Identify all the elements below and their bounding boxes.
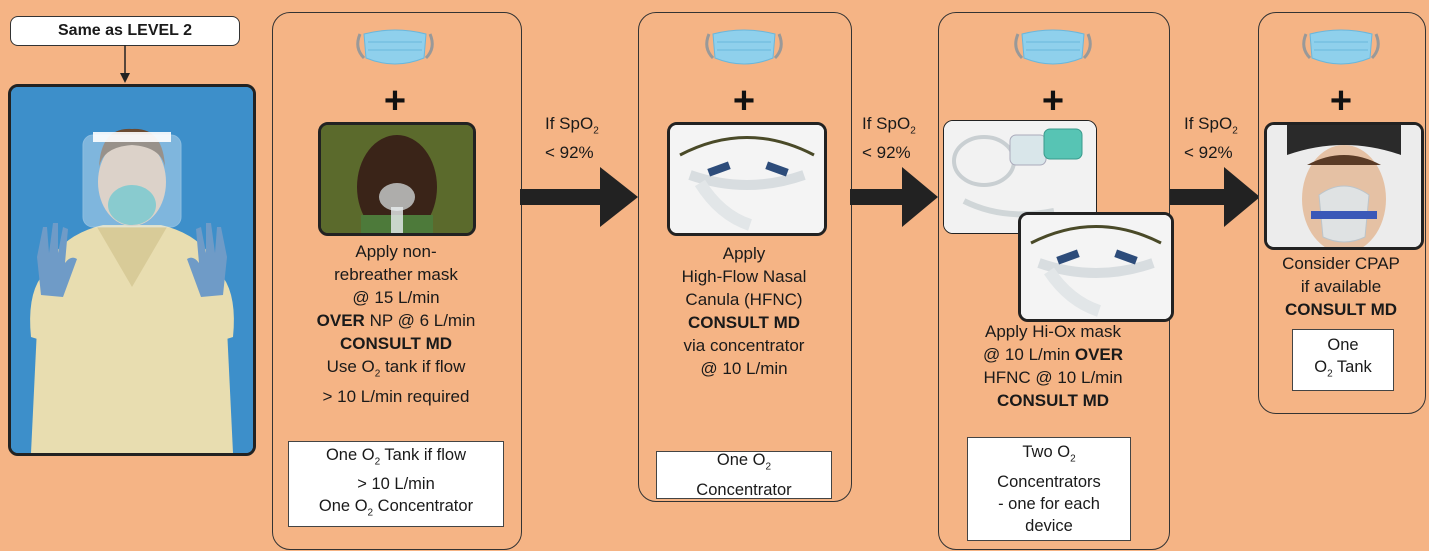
- panel4-instructions: Consider CPAP if available CONSULT MD: [1282, 254, 1400, 319]
- down-arrow-icon: [120, 45, 130, 83]
- cpap-mask-photo: [1264, 122, 1424, 250]
- panel4-supply-box: One O2 Tank: [1292, 329, 1394, 391]
- ppe-worker-illustration: [11, 87, 253, 453]
- level-badge: Same as LEVEL 2: [10, 16, 240, 46]
- nonrebreather-mask-photo: [318, 122, 476, 236]
- right-arrow-icon: [1170, 167, 1260, 227]
- surgical-mask-icon: [356, 29, 434, 65]
- plus-icon: +: [732, 80, 756, 122]
- hfnc-cannula-photo: [667, 122, 827, 236]
- ppe-worker-photo: [8, 84, 256, 456]
- condition-spo2-2: If SpO2 < 92%: [862, 114, 916, 163]
- right-arrow-icon: [850, 167, 938, 227]
- panel2-instructions: Apply High-Flow Nasal Canula (HFNC) CONS…: [681, 244, 807, 378]
- panel-hfnc: [638, 12, 852, 502]
- panel3-supply-box: Two O2 Concentrators - one for each devi…: [967, 437, 1131, 541]
- plus-icon: +: [383, 80, 407, 122]
- condition-spo2-1: If SpO2 < 92%: [545, 114, 599, 163]
- surgical-mask-icon: [705, 29, 783, 65]
- surgical-mask-icon: [1302, 29, 1380, 65]
- panel3-instructions: Apply Hi-Ox mask @ 10 L/min OVER HFNC @ …: [982, 322, 1124, 410]
- right-arrow-icon: [520, 167, 638, 227]
- condition-spo2-3: If SpO2 < 92%: [1184, 114, 1238, 163]
- panel1-supply-box: One O2 Tank if flow > 10 L/min One O2 Co…: [288, 441, 504, 527]
- plus-icon: +: [1329, 80, 1353, 122]
- hfnc-cannula-photo-2: [1018, 212, 1174, 322]
- surgical-mask-icon: [1014, 29, 1092, 65]
- plus-icon: +: [1041, 80, 1065, 122]
- panel1-instructions: Apply non- rebreather mask @ 15 L/min OV…: [316, 242, 476, 407]
- panel2-supply-box: One O2 Concentrator: [656, 451, 832, 499]
